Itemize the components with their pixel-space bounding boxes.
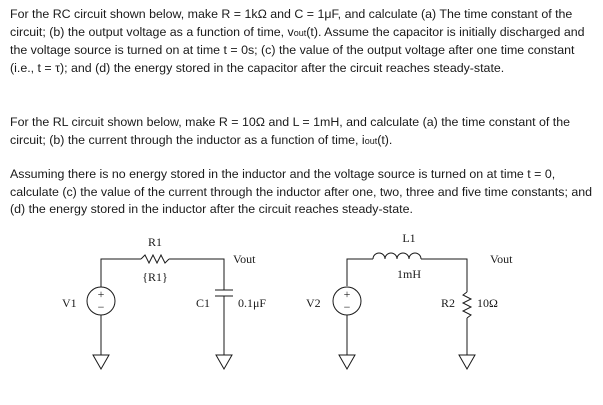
rl-source-label: V2 <box>306 296 321 310</box>
rl-resistor-label: R2 <box>441 296 455 310</box>
rl-source-plus: + <box>344 287 351 301</box>
rl-wire <box>346 258 373 286</box>
rl-resistor <box>461 291 473 319</box>
rl-inductor-value: 1mH <box>397 267 421 281</box>
rc-ground-symbol-2 <box>215 354 233 371</box>
rc-capacitor-value: 0.1μF <box>238 296 266 310</box>
rl-inductor <box>372 252 422 260</box>
rc-source-label: V1 <box>62 296 77 310</box>
rl-resistor-value: 10Ω <box>477 296 498 310</box>
rl-inductor-label: L1 <box>402 231 415 245</box>
rc-capacitor-label: C1 <box>196 296 210 310</box>
rc-circuit <box>86 253 233 371</box>
rl-problem-continuation: Assuming there is no energy stored in th… <box>10 167 593 216</box>
rc-wire <box>100 258 141 287</box>
rc-ground-symbol-1 <box>92 354 110 371</box>
rl-ground-symbol-1 <box>338 354 356 371</box>
rc-wire-out <box>169 258 225 290</box>
rc-resistor-value: {R1} <box>142 270 168 284</box>
rc-problem-text: For the RC circuit shown below, make R =… <box>10 7 585 75</box>
rc-resistor-label: R1 <box>148 235 162 249</box>
rc-output-label: Vout <box>233 252 256 266</box>
rl-output-label: Vout <box>490 252 513 266</box>
rc-resistor <box>140 253 170 265</box>
rl-problem-text: For the RL circuit shown below, make R =… <box>10 115 571 147</box>
rl-wire-out <box>421 258 468 292</box>
rc-capacitor <box>215 289 233 297</box>
rl-circuit <box>332 252 476 371</box>
rc-source-minus: − <box>98 300 105 314</box>
rl-ground-symbol-2 <box>458 354 476 371</box>
rl-source-minus: − <box>344 300 351 314</box>
rc-source-plus: + <box>98 287 105 301</box>
